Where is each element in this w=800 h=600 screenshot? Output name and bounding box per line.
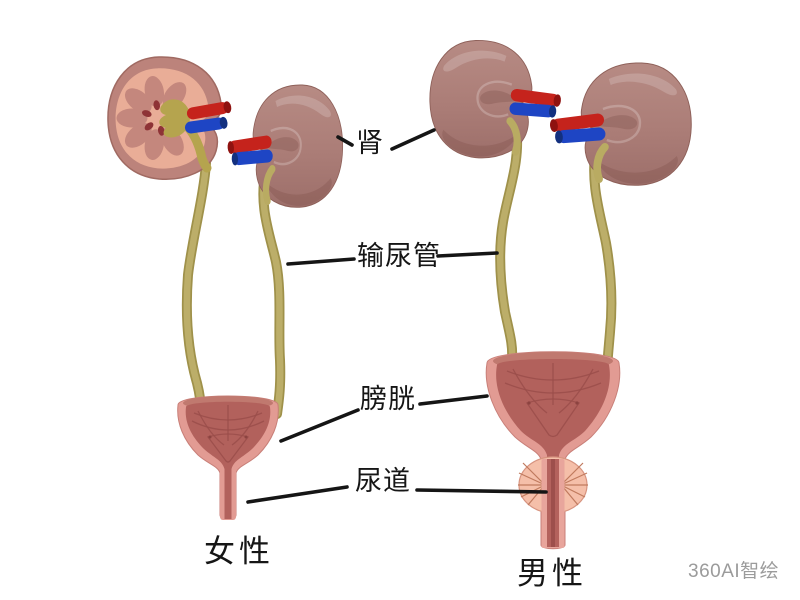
bladder-label: 膀胱 <box>360 384 416 414</box>
leader-kidney-left <box>336 135 354 147</box>
bladder-female-wrinkles <box>191 405 265 463</box>
ureter-female-left <box>181 158 211 417</box>
leader-lines <box>246 128 548 504</box>
renal-calyces <box>141 100 174 136</box>
leader-kidney-right <box>390 128 436 151</box>
bladder-female <box>177 395 279 520</box>
kidney-male-right <box>430 40 562 157</box>
renal-vein <box>184 116 228 134</box>
leader-ureter-left <box>286 257 356 266</box>
kidney-male-left <box>549 63 691 185</box>
urethra-female <box>220 469 236 520</box>
leader-bladder-left <box>279 408 360 443</box>
ureter-male-right <box>589 143 617 395</box>
leader-urethra-right <box>415 488 548 494</box>
urethra-male <box>541 459 565 548</box>
ureter-label: 输尿管 <box>357 241 441 271</box>
kidney-cross-section <box>107 56 232 180</box>
watermark: 360AI智绘 <box>688 561 780 582</box>
ureter-female-right <box>258 165 286 419</box>
bladder-male-wrinkles <box>504 363 602 438</box>
bladder-male <box>485 351 621 550</box>
leader-bladder-right <box>418 394 489 406</box>
female-label: 女性 <box>204 534 274 569</box>
male-label: 男性 <box>517 556 587 591</box>
urethra-label: 尿道 <box>355 466 411 496</box>
kidney-label: 肾 <box>356 128 384 158</box>
renal-artery <box>186 101 232 120</box>
leader-urethra-left <box>246 485 349 504</box>
ureter-male-left <box>495 123 523 365</box>
kidney-female <box>227 85 343 207</box>
leader-ureter-right <box>436 251 499 258</box>
